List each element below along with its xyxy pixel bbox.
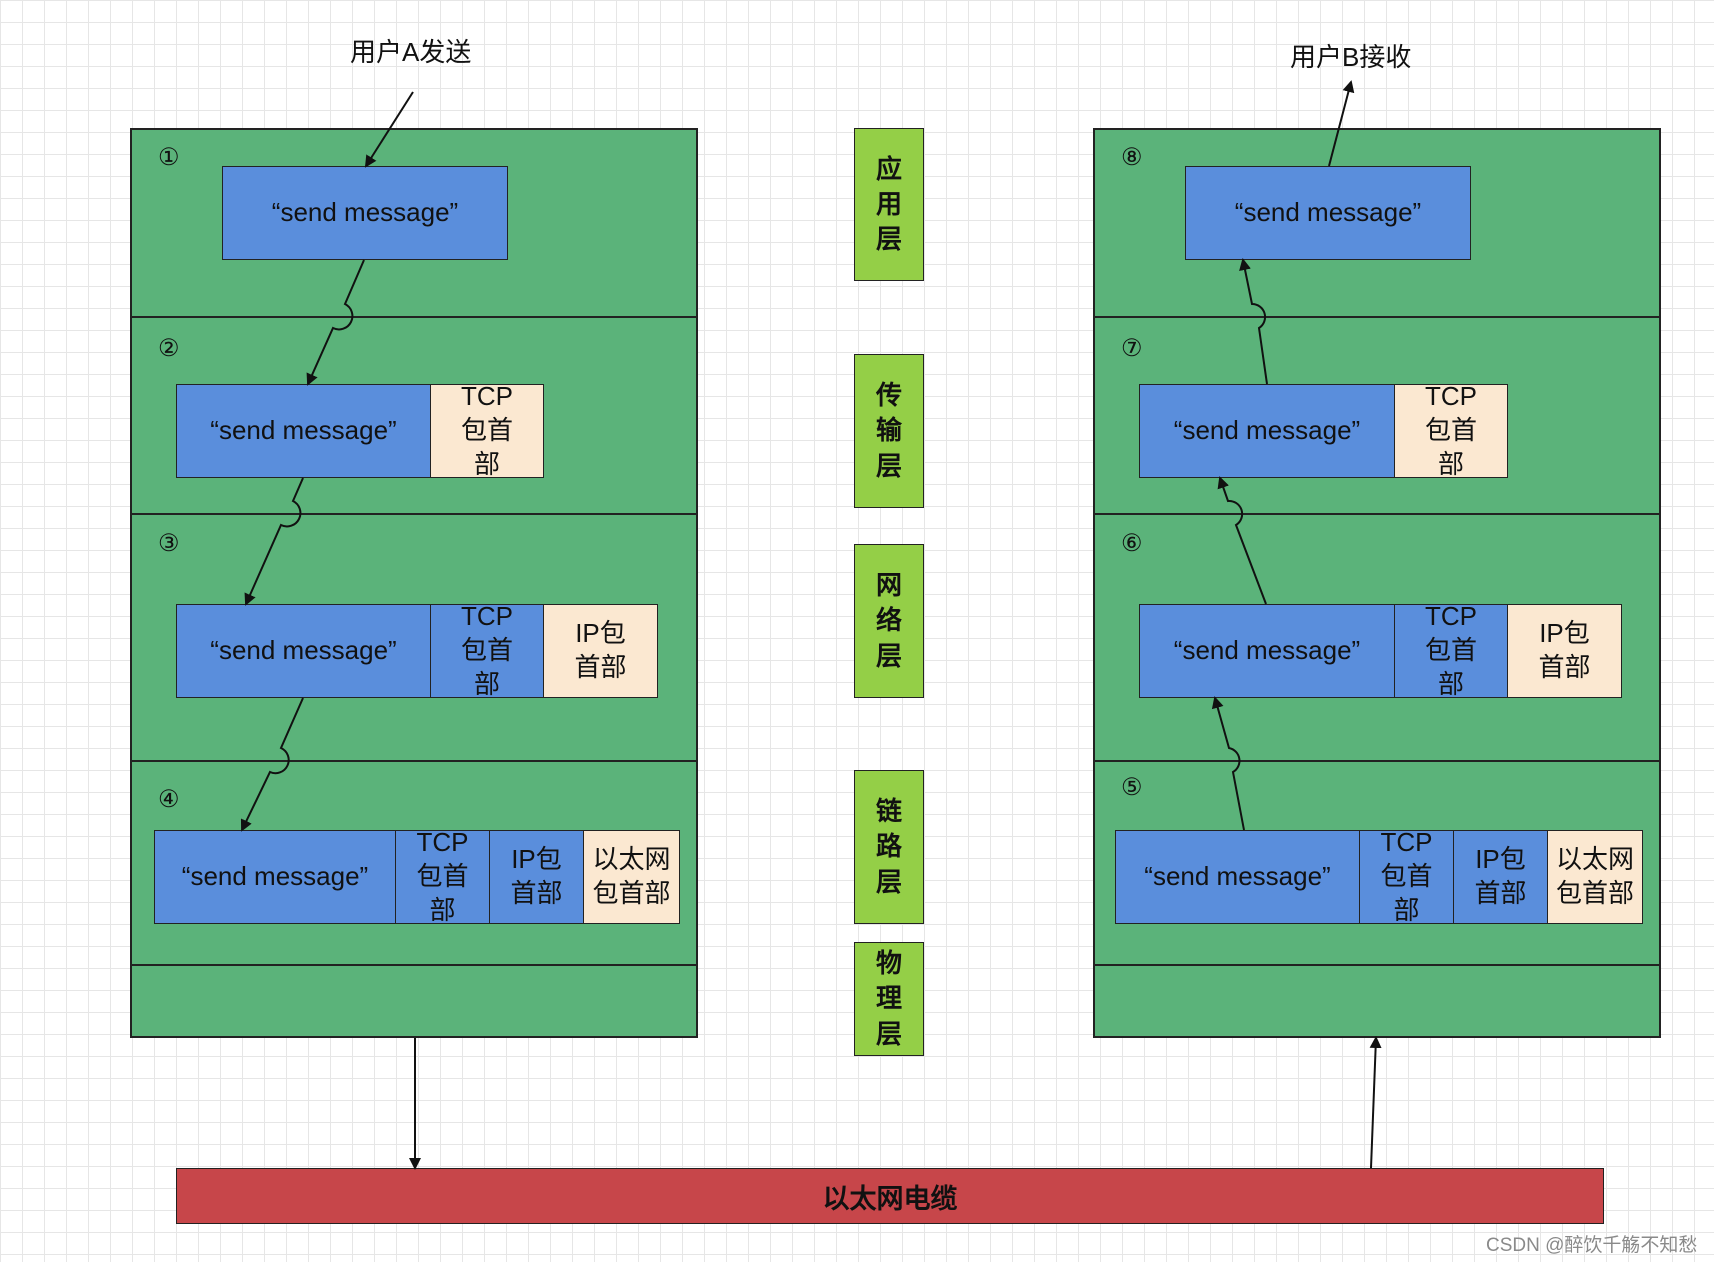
layer-network: 网络层 [854,544,924,698]
arrow-cable-to-receiver [1369,1036,1382,1169]
arrow-network-to-transport [1217,476,1267,605]
arrow-user-a-to-app [364,91,414,168]
layer-transport: 传输层 [854,354,924,508]
sender-transport-payload: “send message” [176,384,431,478]
sender-divider-1 [130,316,698,318]
step-3-marker: ③ [158,530,180,557]
receiver-divider-4 [1093,964,1661,966]
step-6-marker: ⑥ [1121,530,1143,557]
receiver-network-tcp-header: TCP包首部 [1394,601,1508,699]
receiver-divider-2 [1093,513,1661,515]
sender-link-tcp-header: TCP包首部 [395,827,490,925]
receiver-transport-payload: “send message” [1139,384,1395,478]
step-8-marker: ⑧ [1121,144,1143,171]
sender-network-payload: “send message” [176,604,431,698]
receiver-divider-3 [1093,760,1661,762]
layer-physical: 物理层 [854,942,924,1056]
arrow-app-to-transport [306,259,365,386]
step-4-marker: ④ [158,786,180,813]
receiver-link-tcp-header: TCP包首部 [1359,827,1454,925]
receiver-transport-tcp-header: TCP包首部 [1394,381,1508,479]
receiver-divider-1 [1093,316,1661,318]
receiver-app-payload: “send message” [1185,166,1471,260]
sender-network-ip-header: IP包首部 [543,604,658,698]
sender-divider-3 [130,760,698,762]
sender-divider-2 [130,513,698,515]
layer-link-label: 链路层 [875,796,902,897]
sender-transport-tcp-header: TCP包首部 [430,381,544,479]
watermark: CSDN @醉饮千觞不知愁 [1486,1235,1698,1256]
sender-label: 用户A发送 [350,37,472,67]
arrow-transport-to-network [244,477,304,606]
layer-application-label: 应用层 [875,153,902,255]
arrow-app-to-user-b [1328,80,1355,167]
step-5-marker: ⑤ [1121,774,1143,801]
receiver-link-payload: “send message” [1115,830,1360,924]
arrow-network-to-link [240,697,304,832]
sender-divider-4 [130,964,698,966]
sender-link-payload: “send message” [154,830,396,924]
step-2-marker: ② [158,335,180,362]
step-1-marker: ① [158,144,180,171]
layer-physical-label: 物理层 [875,948,902,1049]
sender-link-eth-header: 以太网包首部 [583,830,680,924]
arrow-transport-to-app [1239,258,1268,385]
sender-network-tcp-header: TCP包首部 [430,601,544,699]
layer-network-label: 网络层 [875,570,902,671]
receiver-network-payload: “send message” [1139,604,1395,698]
receiver-link-eth-header: 以太网包首部 [1547,830,1643,924]
sender-app-payload: “send message” [222,166,508,260]
step-7-marker: ⑦ [1121,335,1143,362]
layer-transport-label: 传输层 [875,380,902,481]
sender-link-ip-header: IP包首部 [489,830,584,924]
arrow-link-to-network [1211,696,1245,831]
receiver-network-ip-header: IP包首部 [1507,604,1622,698]
layer-link: 链路层 [854,770,924,924]
ethernet-cable: 以太网电缆 [176,1168,1604,1224]
layer-application: 应用层 [854,128,924,281]
receiver-label: 用户B接收 [1290,42,1412,72]
